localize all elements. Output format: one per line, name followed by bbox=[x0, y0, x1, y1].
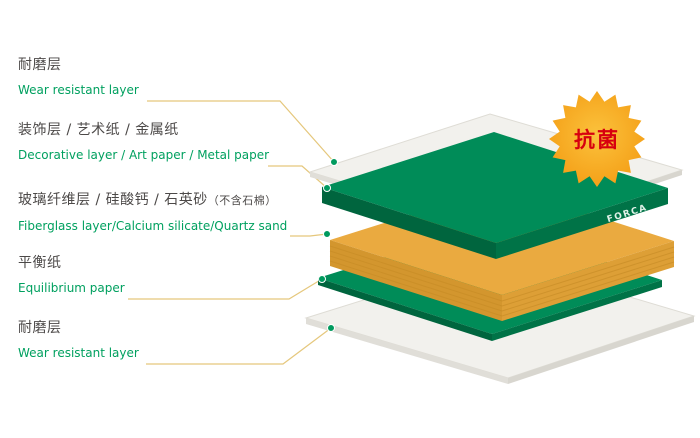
label-zh-main: 玻璃纤维层 / 硅酸钙 / 石英砂 bbox=[18, 192, 208, 208]
label-decorative: 装饰层 / 艺术纸 / 金属纸 Decorative layer / Art p… bbox=[18, 120, 269, 163]
label-zh: 平衡纸 bbox=[18, 255, 62, 271]
core-sheet-striations bbox=[329, 245, 675, 317]
decorative-top-face bbox=[322, 132, 668, 243]
label-en: Decorative layer / Art paper / Metal pap… bbox=[18, 148, 270, 162]
core-stripe bbox=[501, 251, 675, 307]
leader-lines bbox=[128, 100, 335, 365]
antibacterial-badge-label: 抗菌 bbox=[574, 128, 620, 152]
label-zh: 耐磨层 bbox=[18, 57, 62, 73]
leader-dot-wear-bottom bbox=[327, 324, 335, 332]
core-stripe bbox=[329, 250, 503, 307]
label-fiberglass-core: 玻璃纤维层 / 硅酸钙 / 石英砂（不含石棉） Fiberglass layer… bbox=[18, 190, 287, 234]
core-stripe bbox=[329, 245, 503, 302]
label-zh: 耐磨层 bbox=[18, 320, 62, 336]
core-stripe bbox=[329, 255, 503, 312]
wear-bottom-left-edge bbox=[306, 318, 508, 384]
leader-dot-wear-top bbox=[330, 158, 338, 166]
equilibrium-right-edge bbox=[492, 280, 662, 341]
label-zh: 装饰层 / 艺术纸 / 金属纸 bbox=[18, 122, 179, 138]
wear-bottom-right-edge bbox=[508, 316, 694, 384]
equilibrium-left-edge bbox=[318, 278, 492, 341]
core-stripe bbox=[501, 261, 675, 317]
core-stripe bbox=[501, 256, 675, 312]
label-wear-resistant-bottom: 耐磨层 Wear resistant layer bbox=[18, 318, 139, 361]
antibacterial-badge: 抗菌 bbox=[549, 91, 645, 187]
leader-line-core bbox=[290, 233, 328, 237]
label-en: Fiberglass layer/Calcium silicate/Quartz… bbox=[18, 219, 288, 233]
label-en: Wear resistant layer bbox=[18, 83, 139, 97]
core-stripe bbox=[329, 260, 503, 317]
leader-dot-decorative bbox=[323, 184, 331, 192]
leader-line-wear-top bbox=[147, 100, 335, 163]
leader-dot-core bbox=[323, 230, 331, 238]
leader-line-equilibrium bbox=[128, 278, 323, 300]
label-zh: 玻璃纤维层 / 硅酸钙 / 石英砂（不含石棉） bbox=[18, 190, 287, 211]
core-stripe bbox=[501, 246, 675, 302]
label-en: Equilibrium paper bbox=[18, 281, 125, 295]
decorative-left-edge bbox=[322, 187, 496, 259]
leader-line-wear-bottom bbox=[146, 327, 332, 365]
leader-dot-equilibrium bbox=[318, 275, 326, 283]
layer-decorative: FORCA bbox=[322, 132, 668, 259]
label-en: Wear resistant layer bbox=[18, 346, 139, 360]
layer-stack: FORCA bbox=[304, 113, 696, 384]
starburst-shape bbox=[549, 91, 645, 187]
leader-line-decorative bbox=[268, 165, 328, 189]
leader-dots bbox=[318, 158, 338, 332]
label-wear-resistant-top: 耐磨层 Wear resistant layer bbox=[18, 55, 139, 98]
label-equilibrium-paper: 平衡纸 Equilibrium paper bbox=[18, 253, 125, 296]
label-zh-note: （不含石棉） bbox=[207, 194, 277, 207]
decorative-right-edge bbox=[496, 188, 668, 259]
